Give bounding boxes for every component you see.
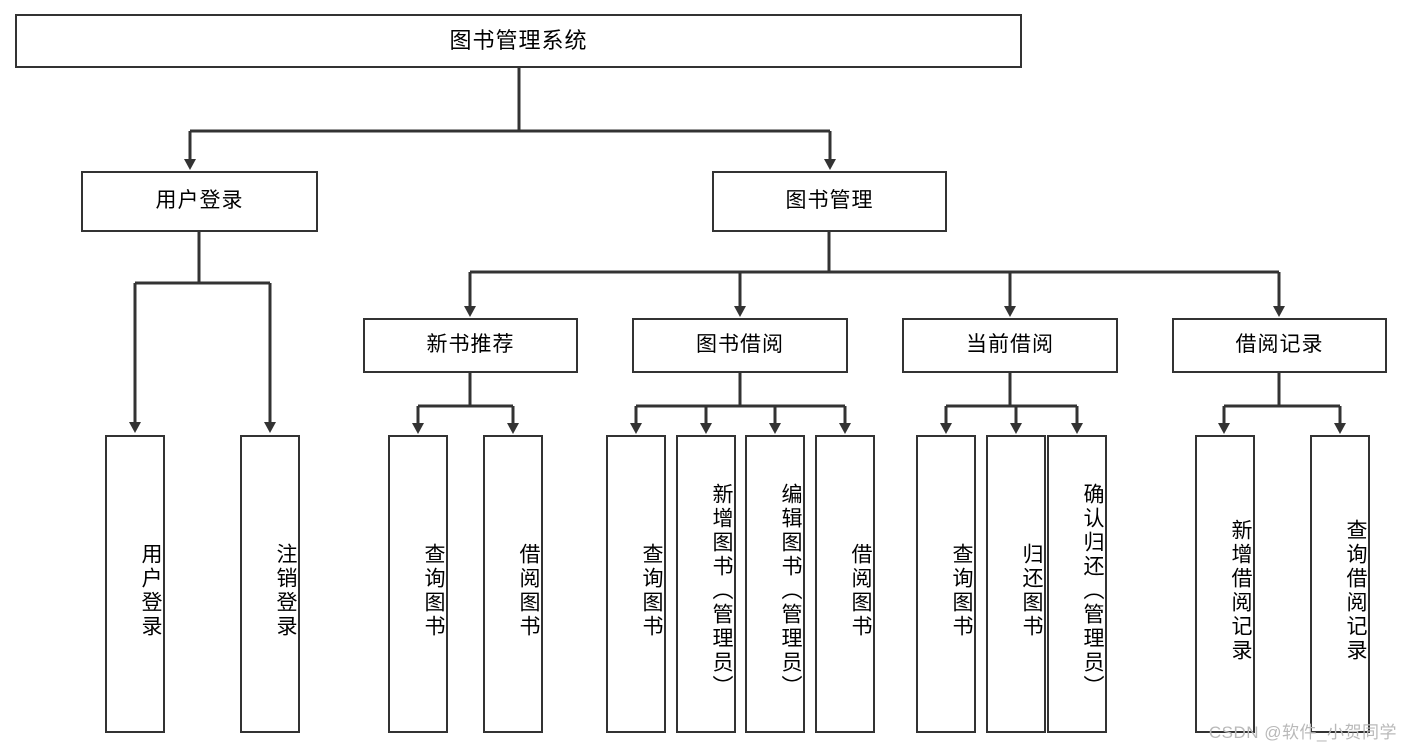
node-leaf-query-book-borrow[interactable]: 查询图书: [606, 435, 666, 733]
node-user-login[interactable]: 用户登录: [81, 171, 318, 232]
node-book-management[interactable]: 图书管理: [712, 171, 947, 232]
node-leaf-query-book-current[interactable]: 查询图书: [916, 435, 976, 733]
csdn-watermark: CSDN @软件_小贺同学: [1208, 723, 1397, 742]
node-leaf-add-book[interactable]: 新增图书（管理员）: [676, 435, 736, 733]
node-leaf-user-login[interactable]: 用户登录: [105, 435, 165, 733]
node-label: 编辑图书（管理员）: [779, 483, 802, 699]
node-leaf-edit-book[interactable]: 编辑图书（管理员）: [745, 435, 805, 733]
node-leaf-add-borrow-record[interactable]: 新增借阅记录: [1195, 435, 1255, 733]
node-label: 当前借阅: [966, 333, 1054, 357]
node-label: 确认归还（管理员）: [1081, 483, 1104, 699]
node-label: 新书推荐: [426, 333, 515, 357]
node-leaf-borrow-book[interactable]: 借阅图书: [815, 435, 875, 733]
node-leaf-return-book[interactable]: 归还图书: [986, 435, 1046, 733]
node-label: 查询借阅记录: [1344, 519, 1367, 663]
node-current-borrow[interactable]: 当前借阅: [902, 318, 1118, 373]
node-label: 借阅图书: [517, 543, 540, 639]
node-label: 新增图书（管理员）: [710, 483, 733, 699]
node-label: 图书借阅: [696, 333, 784, 357]
node-leaf-borrow-book-recommend[interactable]: 借阅图书: [483, 435, 543, 733]
node-leaf-logout[interactable]: 注销登录: [240, 435, 300, 733]
node-label: 注销登录: [274, 543, 297, 639]
node-label: 图书管理: [785, 189, 874, 213]
node-book-borrow[interactable]: 图书借阅: [632, 318, 848, 373]
node-label: 用户登录: [139, 543, 162, 639]
node-label: 查询图书: [422, 543, 445, 639]
node-label: 借阅记录: [1235, 333, 1324, 357]
node-label: 归还图书: [1020, 543, 1043, 639]
node-leaf-query-borrow-record[interactable]: 查询借阅记录: [1310, 435, 1370, 733]
node-borrow-record[interactable]: 借阅记录: [1172, 318, 1387, 373]
node-leaf-confirm-return[interactable]: 确认归还（管理员）: [1047, 435, 1107, 733]
node-root-book-management-system[interactable]: 图书管理系统: [15, 14, 1022, 68]
node-label: 新增借阅记录: [1229, 519, 1252, 663]
node-label: 图书管理系统: [449, 28, 588, 54]
node-label: 用户登录: [155, 189, 244, 213]
node-new-book-recommend[interactable]: 新书推荐: [363, 318, 578, 373]
node-label: 查询图书: [950, 543, 973, 639]
node-label: 查询图书: [640, 543, 663, 639]
node-label: 借阅图书: [849, 543, 872, 639]
node-leaf-query-book-recommend[interactable]: 查询图书: [388, 435, 448, 733]
